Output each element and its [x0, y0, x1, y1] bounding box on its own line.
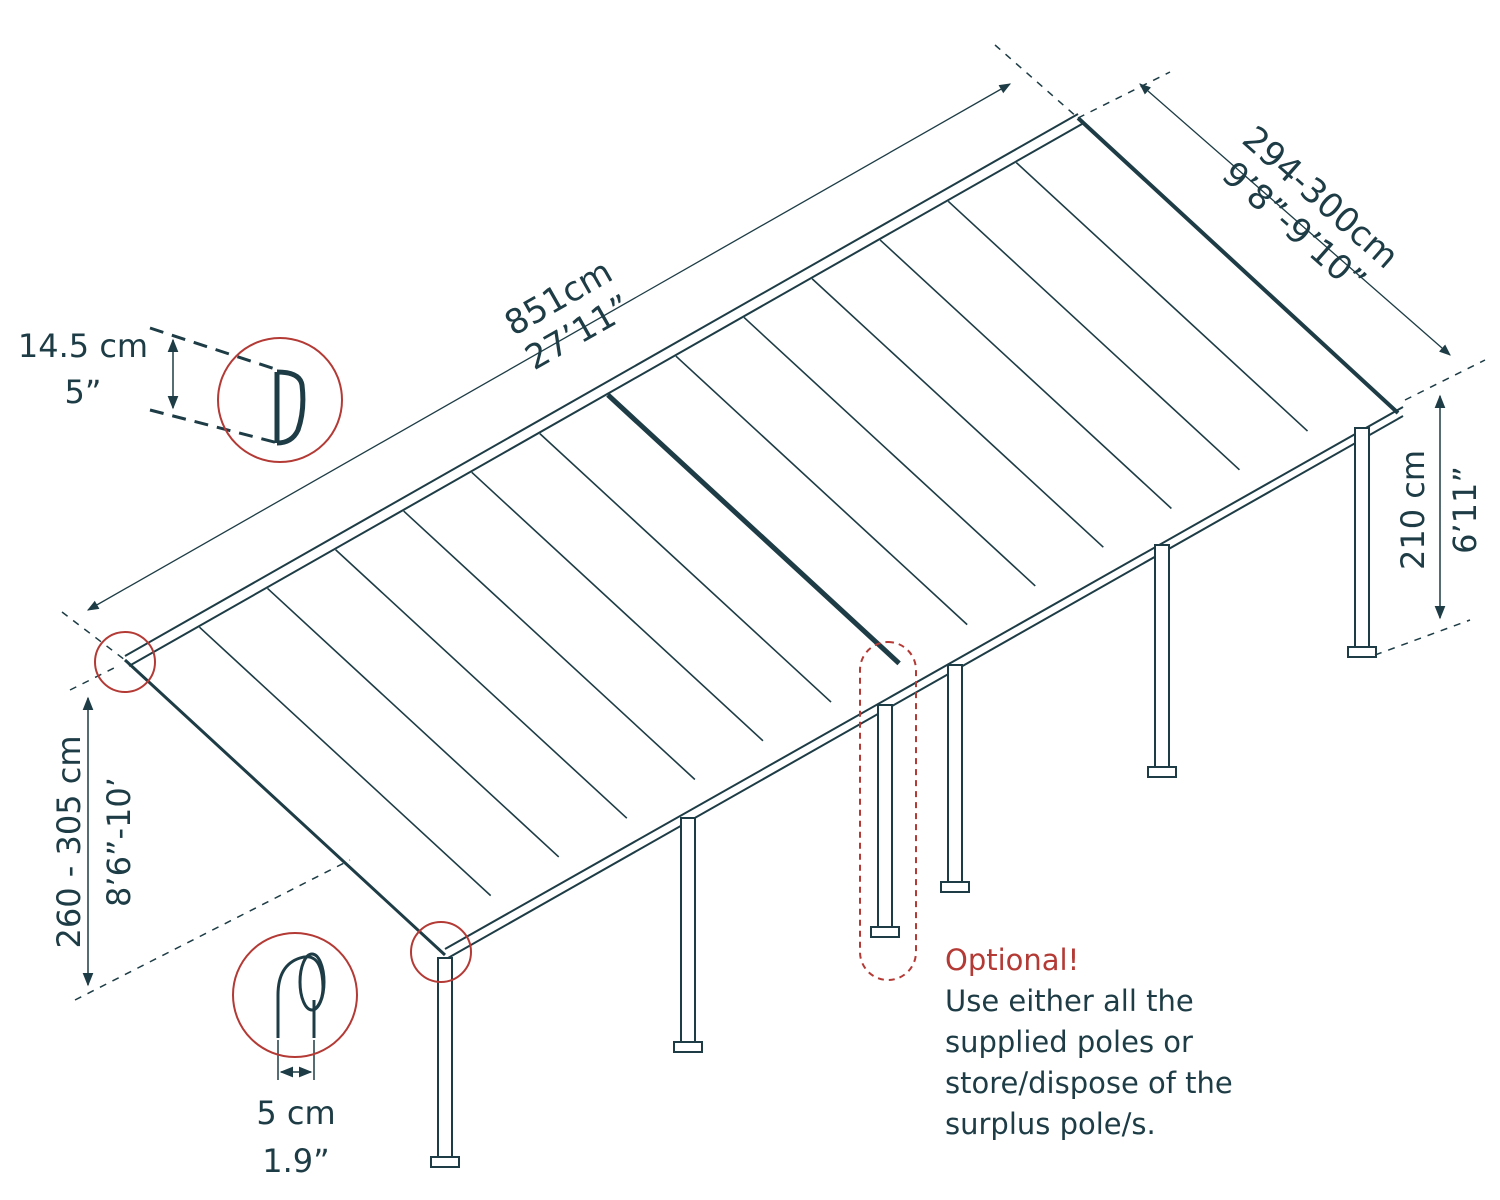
post-body [877, 704, 893, 936]
panel-divider [947, 200, 1240, 471]
pole-detail-circle [232, 932, 358, 1058]
wall-rail [124, 113, 1079, 657]
high-height-cm-label: 260 - 305 cm [50, 736, 88, 949]
panel-divider [403, 510, 696, 781]
optional-pole-note: Optional! Use either all the supplied po… [945, 940, 1233, 1145]
post-foot [673, 1041, 703, 1053]
panel-divider [335, 549, 628, 819]
post [1147, 544, 1177, 778]
post [673, 817, 703, 1053]
post [430, 957, 460, 1168]
post [940, 664, 970, 893]
note-line: Use either all the [945, 984, 1194, 1018]
panel-divider [267, 587, 560, 858]
post-body [1154, 544, 1170, 776]
note-title: Optional! [945, 943, 1080, 977]
gutter-detail-circle [217, 337, 343, 463]
gutter-cm-label: 14.5 cm [18, 327, 148, 365]
post-foot [430, 1156, 460, 1168]
post-body [680, 817, 696, 1051]
post-foot [1347, 646, 1377, 658]
panel-divider [675, 355, 968, 626]
low-height-in-label: 6’11” [1446, 466, 1484, 554]
note-line: surplus pole/s. [945, 1107, 1156, 1141]
front-beam [447, 415, 1404, 959]
post [1347, 427, 1377, 658]
post-foot [940, 881, 970, 893]
high-height-in-label: 8’6”-10’ [100, 777, 138, 907]
panel-divider [811, 278, 1104, 548]
panel-divider [471, 471, 764, 742]
note-line: supplied poles or [945, 1025, 1193, 1059]
post-foot [870, 926, 900, 938]
post-body [437, 957, 453, 1166]
panel-divider [606, 393, 901, 666]
post-foot [1147, 766, 1177, 778]
pole-in-label: 1.9” [262, 1142, 329, 1180]
low-height-cm-label: 210 cm [1394, 450, 1432, 570]
optional-pole-highlight [859, 641, 917, 981]
panel-divider [539, 433, 832, 703]
post-body [1354, 427, 1370, 656]
side-rafter [123, 658, 447, 957]
panel-divider [198, 626, 492, 897]
gutter-in-label: 5” [65, 373, 102, 411]
gutter-profile-icon [274, 369, 306, 446]
pole-cm-label: 5 cm [256, 1094, 335, 1132]
detail-callouts [94, 337, 917, 1058]
post [870, 704, 900, 938]
post-body [947, 664, 963, 891]
pole-connector-circle [410, 921, 472, 983]
width-dimension-arrow [1139, 83, 1451, 356]
roof [123, 113, 1404, 959]
front-beam [444, 406, 1404, 950]
panel-divider [743, 316, 1036, 587]
dimension-lines [61, 44, 1486, 1080]
panel-divider [879, 239, 1172, 510]
gutter-end-circle [94, 631, 156, 693]
note-line: store/dispose of the [945, 1066, 1233, 1100]
posts [430, 427, 1377, 1168]
length-dimension-arrow [86, 83, 1012, 611]
